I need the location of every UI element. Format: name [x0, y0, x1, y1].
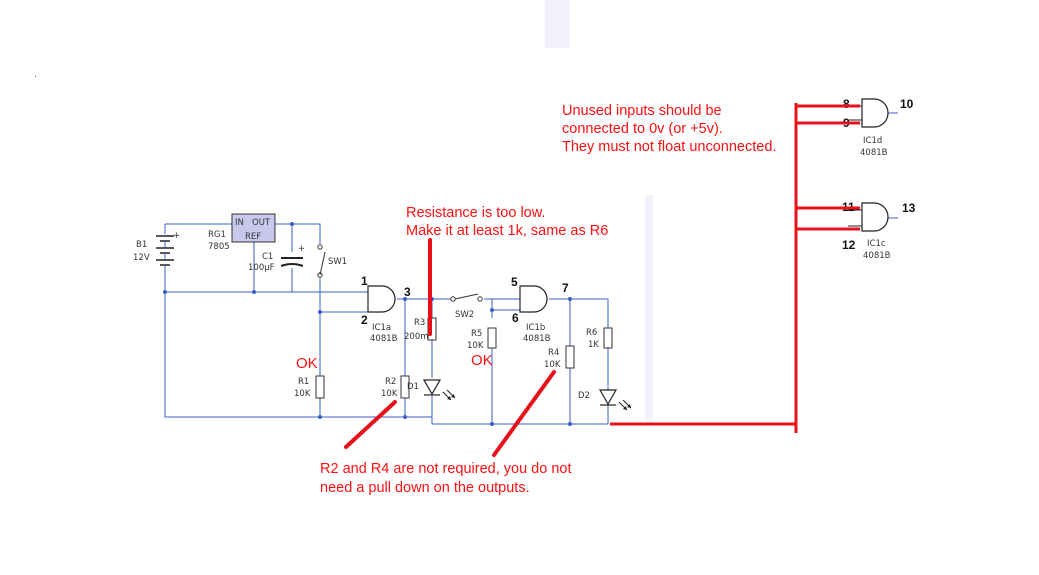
annotation-marks [344, 238, 556, 457]
note-ok-r1: OK [296, 355, 318, 372]
note-resistance-line2: Make it at least 1k, same as R6 [406, 223, 608, 239]
r4-value-label: 10K [544, 360, 561, 370]
annotation-notes: Unused inputs should be connected to 0v … [296, 103, 776, 496]
r5-value-label: 10K [467, 341, 484, 351]
ic1d-pin10: 10 [900, 97, 914, 111]
note-pulldown-line1: R2 and R4 are not required, you do not [320, 461, 572, 477]
ic1a-ref-label: IC1a [372, 323, 391, 333]
resistor-r2: R2 10K [381, 375, 410, 399]
resistor-r6: R6 1K [586, 327, 613, 350]
capacitor-ref-label: C1 [262, 252, 273, 262]
battery-b1: + B1 12V [133, 231, 180, 272]
regulator-ref-label: RG1 [208, 230, 226, 240]
regulator-rg1: IN OUT REF RG1 7805 [208, 213, 276, 252]
ic1a-pin2: 2 [361, 313, 368, 327]
capacitor-plus-label: + [298, 244, 305, 254]
ic1b-pin7: 7 [562, 281, 569, 295]
ic1c-pin13: 13 [902, 201, 916, 215]
r2-ref-label: R2 [385, 377, 396, 387]
wires [164, 112, 898, 425]
ic1a-pin3: 3 [404, 285, 411, 299]
r6-value-label: 1K [588, 340, 599, 350]
gate-ic1c: 11 12 13 IC1c 4081B [842, 200, 916, 261]
d1-ref-label: D1 [407, 382, 419, 392]
ic1a-pin1: 1 [361, 274, 368, 288]
background-artifact [545, 0, 570, 48]
gate-ic1b: 5 6 7 IC1b 4081B [511, 275, 569, 344]
ic1b-pin5: 5 [511, 275, 518, 289]
ic1c-ref-label: IC1c [867, 239, 886, 249]
switch-sw1-label: SW1 [328, 257, 347, 267]
regulator-in-pin: IN [235, 218, 244, 228]
capacitor-c1: + C1 100μF [248, 244, 305, 273]
note-ok-r5: OK [471, 352, 493, 369]
note-pulldown-line2: need a pull down on the outputs. [320, 480, 530, 496]
resistor-r1: R1 10K [294, 375, 325, 399]
stray-pixel [35, 76, 36, 77]
note-unused-line1: Unused inputs should be [562, 103, 722, 119]
resistor-r4: R4 10K [544, 345, 575, 370]
battery-ref-label: B1 [136, 240, 147, 250]
r1-ref-label: R1 [298, 377, 309, 387]
led-d1: D1 [407, 379, 456, 401]
switch-sw2: SW2 [447, 293, 483, 320]
ic1c-part-label: 4081B [863, 251, 891, 261]
ic1b-part-label: 4081B [523, 334, 551, 344]
switch-sw2-label: SW2 [455, 310, 474, 320]
r1-value-label: 10K [294, 389, 311, 399]
d2-ref-label: D2 [578, 391, 590, 401]
r3-ref-label: R3 [414, 318, 425, 328]
led-d2: D2 [578, 389, 632, 411]
ic1d-pin8: 8 [843, 97, 850, 111]
ic1b-pin6: 6 [512, 311, 519, 325]
ic1d-ref-label: IC1d [863, 136, 882, 146]
note-unused-line2: connected to 0v (or +5v). [562, 121, 723, 137]
r6-ref-label: R6 [586, 328, 597, 338]
regulator-part-label: 7805 [208, 242, 230, 252]
gate-ic1a: 1 2 3 IC1a 4081B [360, 274, 411, 344]
annotation-tie-wires [610, 103, 860, 433]
r5-ref-label: R5 [471, 329, 482, 339]
regulator-out-pin: OUT [252, 218, 271, 228]
battery-plus-label: + [173, 231, 180, 241]
battery-value-label: 12V [133, 253, 150, 263]
ic1a-part-label: 4081B [370, 334, 398, 344]
ic1d-part-label: 4081B [860, 148, 888, 158]
r2-value-label: 10K [381, 389, 398, 399]
regulator-ref-pin: REF [245, 232, 261, 242]
switch-sw1: SW1 [317, 244, 347, 278]
r4-ref-label: R4 [548, 348, 559, 358]
capacitor-value-label: 100μF [248, 263, 275, 273]
note-resistance-line1: Resistance is too low. [406, 205, 545, 221]
r3-value-label: 200m [404, 332, 429, 342]
resistor-r5: R5 10K [467, 327, 497, 351]
ic1b-ref-label: IC1b [526, 323, 545, 333]
ic1c-pin12: 12 [842, 238, 856, 252]
background-artifact [645, 195, 653, 425]
note-unused-line3: They must not float unconnected. [562, 139, 776, 155]
